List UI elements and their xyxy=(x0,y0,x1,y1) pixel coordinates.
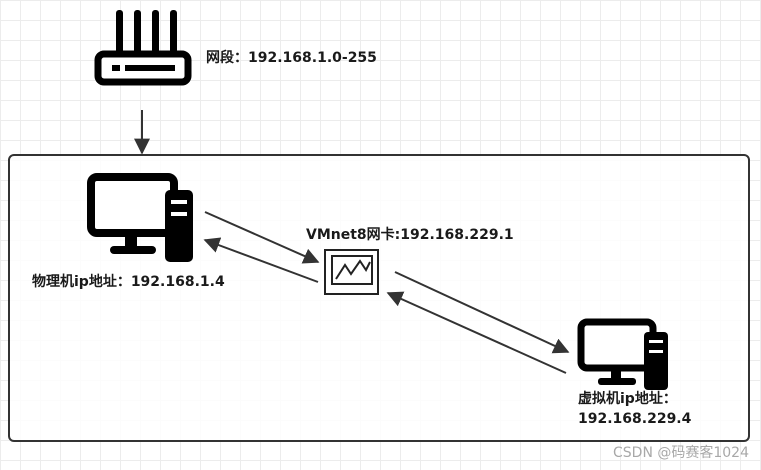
host-ip-label: 物理机ip地址：192.168.1.4 xyxy=(32,274,225,290)
router-icon xyxy=(94,10,192,86)
network-card-icon xyxy=(324,249,379,295)
vm-to-nic-arrow xyxy=(386,291,567,374)
watermark: CSDN @码赛客1024 xyxy=(613,445,749,461)
desktop-computer-icon xyxy=(577,318,668,390)
nic-label: VMnet8网卡:192.168.229.1 xyxy=(306,227,514,243)
desktop-computer-icon xyxy=(87,173,193,262)
nic-to-vm-arrow xyxy=(394,271,570,354)
vm-ip-label-line1: 虚拟机ip地址： xyxy=(578,391,677,407)
host-to-nic-arrow xyxy=(204,211,320,264)
vm-ip-label-line2: 192.168.229.4 xyxy=(578,411,692,427)
router-label: 网段：192.168.1.0-255 xyxy=(206,50,377,66)
nic-to-host-arrow xyxy=(203,237,319,283)
